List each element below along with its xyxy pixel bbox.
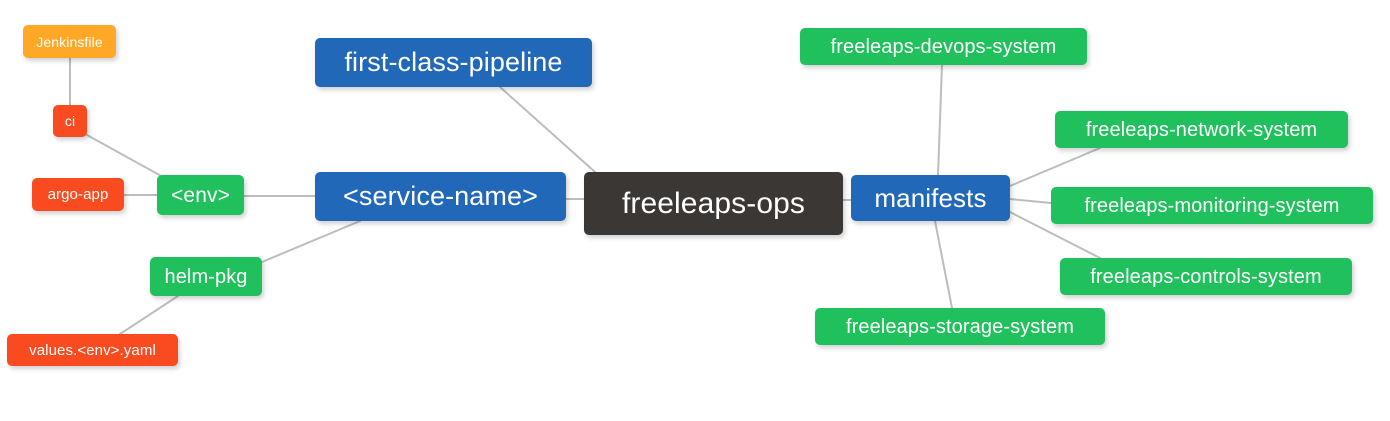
node-freeleaps-devops-system[interactable]: freeleaps-devops-system — [800, 28, 1087, 65]
node-helm-pkg[interactable]: helm-pkg — [150, 257, 262, 296]
node-freeleaps-network-system[interactable]: freeleaps-network-system — [1055, 111, 1348, 148]
node-freeleaps-ops[interactable]: freeleaps-ops — [584, 172, 843, 235]
node-freeleaps-controls-system[interactable]: freeleaps-controls-system — [1060, 258, 1352, 295]
node-jenkinsfile[interactable]: Jenkinsfile — [23, 25, 116, 58]
node-env[interactable]: <env> — [157, 175, 244, 215]
node-manifests[interactable]: manifests — [851, 175, 1010, 221]
node-freeleaps-monitoring-system[interactable]: freeleaps-monitoring-system — [1051, 187, 1373, 224]
node-ci[interactable]: ci — [53, 105, 87, 137]
node-freeleaps-storage-system[interactable]: freeleaps-storage-system — [815, 308, 1105, 345]
edge-ci-to-env — [86, 134, 164, 178]
edge-manifests-to-freeleaps-devops-system — [937, 64, 943, 176]
node-first-class-pipeline[interactable]: first-class-pipeline — [315, 38, 592, 87]
edge-manifests-to-freeleaps-storage-system — [934, 220, 953, 309]
edge-service-name-to-first-class-pipeline — [499, 86, 596, 173]
edge-manifests-to-freeleaps-network-system — [1009, 147, 1101, 187]
node-argo-app[interactable]: argo-app — [32, 178, 124, 211]
node-service-name[interactable]: <service-name> — [315, 172, 566, 221]
edge-manifests-to-freeleaps-monitoring-system — [1009, 198, 1052, 204]
node-values-yaml[interactable]: values.<env>.yaml — [7, 334, 178, 366]
edge-helm-pkg-to-values-yaml — [119, 295, 179, 335]
edge-service-name-to-helm-pkg — [261, 220, 361, 263]
